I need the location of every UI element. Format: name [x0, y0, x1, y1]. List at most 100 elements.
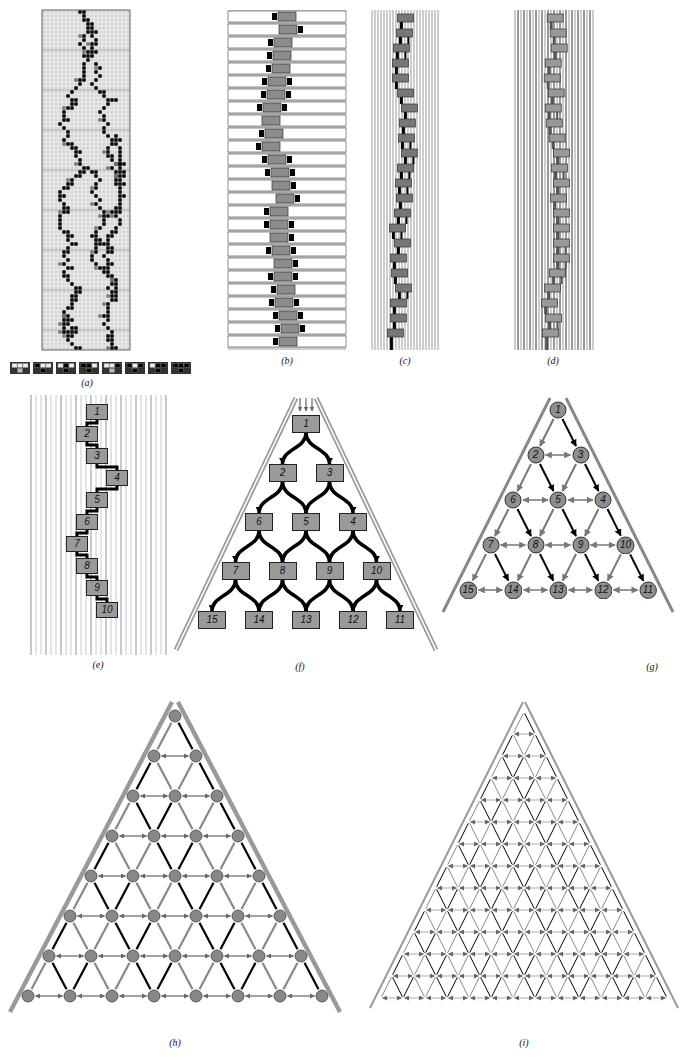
causal-strand [548, 112, 551, 119]
cell [106, 242, 109, 245]
causal-link [547, 977, 557, 996]
causal-line [353, 531, 377, 562]
causal-link [635, 977, 645, 996]
element-line [66, 395, 67, 655]
cell [114, 214, 117, 217]
cell [102, 150, 105, 153]
event-box: 8 [76, 558, 98, 574]
cell [62, 314, 65, 317]
causal-link [536, 823, 546, 842]
causal-link [525, 757, 535, 776]
causal-link [492, 779, 502, 798]
cell [66, 130, 69, 133]
causal-link [514, 713, 524, 732]
cell [98, 266, 101, 269]
link-arrow [537, 866, 556, 867]
update-block [548, 89, 564, 97]
rule-cell [110, 364, 115, 368]
cell [86, 50, 89, 53]
cell [58, 218, 61, 221]
cell [118, 210, 121, 213]
event-box: 2 [269, 464, 297, 482]
cell [82, 46, 85, 49]
grid-line [42, 82, 130, 83]
link-arrow [405, 954, 424, 955]
link-arrow [559, 954, 578, 955]
cell [114, 170, 117, 173]
causal-link [115, 923, 129, 950]
node-outline [595, 582, 612, 599]
grid-line [42, 190, 130, 191]
cell [62, 322, 65, 325]
cell [66, 234, 69, 237]
cell [90, 250, 93, 253]
link-arrow [526, 756, 545, 757]
cell [122, 194, 125, 197]
causal-link [470, 955, 480, 974]
link-arrow [449, 998, 468, 999]
black-element [295, 195, 300, 202]
element-line [435, 10, 436, 350]
cell [90, 234, 93, 237]
causal-strand [400, 22, 403, 29]
event-box: 10 [363, 562, 391, 580]
cell [94, 78, 97, 81]
causal-link [481, 933, 491, 952]
causal-arrow [473, 554, 486, 581]
causal-strand [408, 172, 410, 179]
causal-link [547, 779, 557, 798]
network-node: 11 [639, 581, 657, 599]
link-arrow [438, 888, 457, 889]
causal-link [657, 977, 667, 996]
cell [110, 262, 113, 265]
link-arrow [515, 778, 534, 779]
cell [78, 286, 81, 289]
causal-link [503, 977, 513, 996]
link-arrow [548, 976, 567, 977]
state-band [228, 258, 346, 269]
network-node [232, 910, 244, 922]
causal-strand [556, 247, 559, 254]
update-block [542, 299, 558, 307]
cell [118, 162, 121, 165]
causal-link [536, 867, 546, 886]
causal-link [492, 933, 502, 952]
network-node [148, 830, 160, 842]
grid-line [42, 326, 130, 327]
cell [74, 346, 77, 349]
cell [70, 334, 73, 337]
grid-line [42, 314, 130, 315]
event-box: 9 [316, 562, 344, 580]
cell [90, 26, 93, 29]
causal-link [635, 955, 645, 974]
link-arrow [504, 888, 523, 889]
cell [66, 334, 69, 337]
cell [70, 282, 73, 285]
element-line [46, 395, 47, 655]
causal-link [514, 867, 524, 886]
causal-link [569, 823, 579, 842]
causal-strand [401, 142, 404, 149]
black-element [271, 286, 276, 293]
causal-link [525, 713, 535, 732]
cell [74, 286, 77, 289]
link-arrow [141, 875, 168, 877]
link-arrow [504, 976, 523, 977]
causal-link [426, 955, 436, 974]
cell [62, 202, 65, 205]
causal-link [492, 911, 502, 930]
causal-link [52, 963, 66, 990]
cell [62, 110, 65, 113]
causal-link [94, 963, 108, 990]
update-block [401, 149, 417, 157]
cell [90, 202, 93, 205]
update-block [268, 77, 286, 86]
link-arrow [471, 866, 490, 867]
cell [70, 306, 73, 309]
cell [78, 174, 81, 177]
black-element [291, 247, 296, 254]
grid-line [42, 78, 130, 79]
causal-link [437, 933, 447, 952]
causal-link [115, 803, 129, 830]
cell [86, 58, 89, 61]
